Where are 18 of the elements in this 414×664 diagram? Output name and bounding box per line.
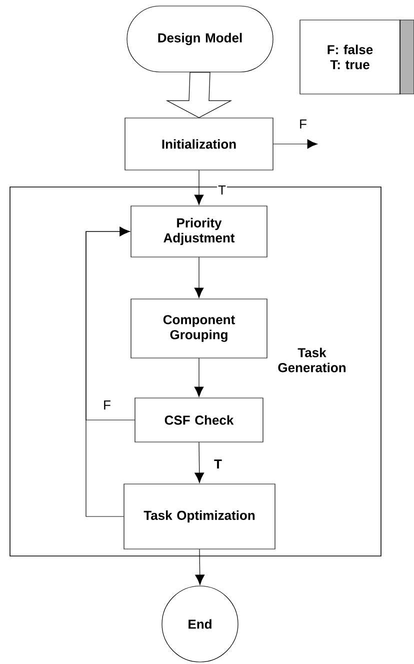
process-box: CSF Check	[134, 398, 264, 442]
edge-label: F	[298, 118, 308, 130]
process-box: Priority Adjustment	[130, 206, 268, 258]
arrow	[194, 170, 204, 205]
block-arrow	[166, 72, 232, 118]
edge-label: T	[217, 184, 227, 196]
process-box: Component Grouping	[130, 298, 268, 358]
edge-label: F	[102, 400, 112, 410]
loop-arrow	[86, 226, 130, 517]
legend-box: F: false T: true	[300, 20, 414, 94]
process-box: Initialization	[124, 118, 274, 170]
arrow	[273, 139, 318, 149]
arrow	[194, 257, 204, 298]
process-box: Task Optimization	[124, 484, 276, 550]
arrow	[194, 358, 204, 397]
edge-label: T	[213, 458, 223, 470]
arrow	[195, 549, 205, 585]
arrow	[194, 442, 204, 483]
